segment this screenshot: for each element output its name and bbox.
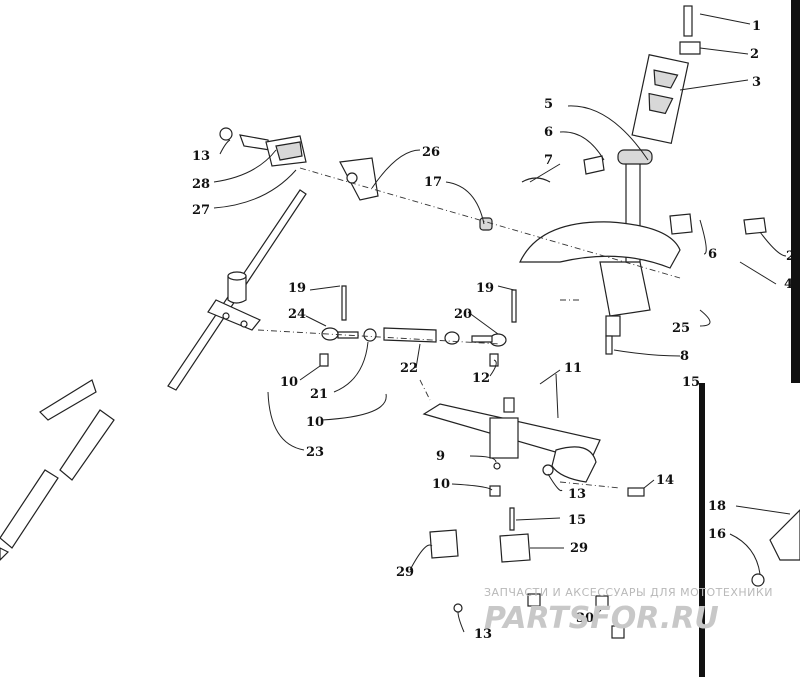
callout-15: 15: [682, 375, 700, 390]
callout-19: 19: [476, 281, 494, 296]
tie-rod-mount: [207, 271, 261, 331]
steering-post: [519, 5, 701, 355]
callout-27: 27: [192, 203, 210, 218]
callout-12: 12: [472, 371, 490, 386]
callout-14: 14: [656, 473, 674, 488]
callout-20: 20: [454, 307, 472, 322]
watermark: ЗАПЧАСТИ И АКСЕССУАРЫ ДЛЯ МОТОТЕХНИКИ PA…: [484, 586, 773, 636]
axis-lines: [257, 167, 681, 489]
callout-6: 6: [544, 125, 553, 140]
callout-3: 3: [752, 75, 761, 90]
tie-rod-assembly: [319, 285, 517, 367]
right-border-bar: [791, 0, 800, 383]
callout-18: 18: [708, 499, 726, 514]
callout-21: 21: [310, 387, 328, 402]
inset-part: [751, 509, 800, 587]
callout-19: 19: [288, 281, 306, 296]
callout-7: 7: [544, 153, 553, 168]
steering-mount: [339, 157, 493, 231]
callout-5: 5: [544, 97, 553, 112]
callout-13: 13: [568, 487, 586, 502]
lower-steering-arm: [422, 397, 645, 497]
callout-8: 8: [680, 349, 689, 364]
leader-lines: [213, 13, 791, 633]
callout-13: 13: [192, 149, 210, 164]
callout-10: 10: [280, 375, 298, 390]
callout-28: 28: [192, 177, 210, 192]
callout-15: 15: [568, 513, 586, 528]
callout-2: 2: [786, 249, 795, 264]
callouts: 1 2 3 5 6 7 6 2 4 8 25 26 17 13 28 27 19…: [192, 19, 795, 642]
callout-29: 29: [396, 565, 414, 580]
callout-17: 17: [424, 175, 442, 190]
callout-23: 23: [306, 445, 324, 460]
handlebar-clamp: [219, 127, 307, 167]
callout-6: 6: [708, 247, 717, 262]
lower-components: [429, 507, 625, 639]
callout-10: 10: [306, 415, 324, 430]
callout-9: 9: [436, 449, 445, 464]
watermark-logo: PARTSFOR.RU: [484, 601, 719, 636]
callout-22: 22: [400, 361, 418, 376]
callout-16: 16: [708, 527, 726, 542]
callout-25: 25: [672, 321, 690, 336]
callout-11: 11: [564, 361, 582, 376]
callout-2: 2: [750, 47, 759, 62]
callout-10: 10: [432, 477, 450, 492]
watermark-tagline: ЗАПЧАСТИ И АКСЕССУАРЫ ДЛЯ МОТОТЕХНИКИ: [484, 586, 773, 599]
callout-30: 30: [576, 611, 594, 626]
callout-29: 29: [570, 541, 588, 556]
handlebar-tube: [0, 189, 307, 561]
callout-26: 26: [422, 145, 440, 160]
inset-border-bar: [699, 383, 705, 677]
callout-4: 4: [784, 277, 793, 292]
clamps: [521, 155, 767, 235]
callout-1: 1: [752, 19, 761, 34]
callout-13: 13: [474, 627, 492, 642]
callout-24: 24: [288, 307, 306, 322]
